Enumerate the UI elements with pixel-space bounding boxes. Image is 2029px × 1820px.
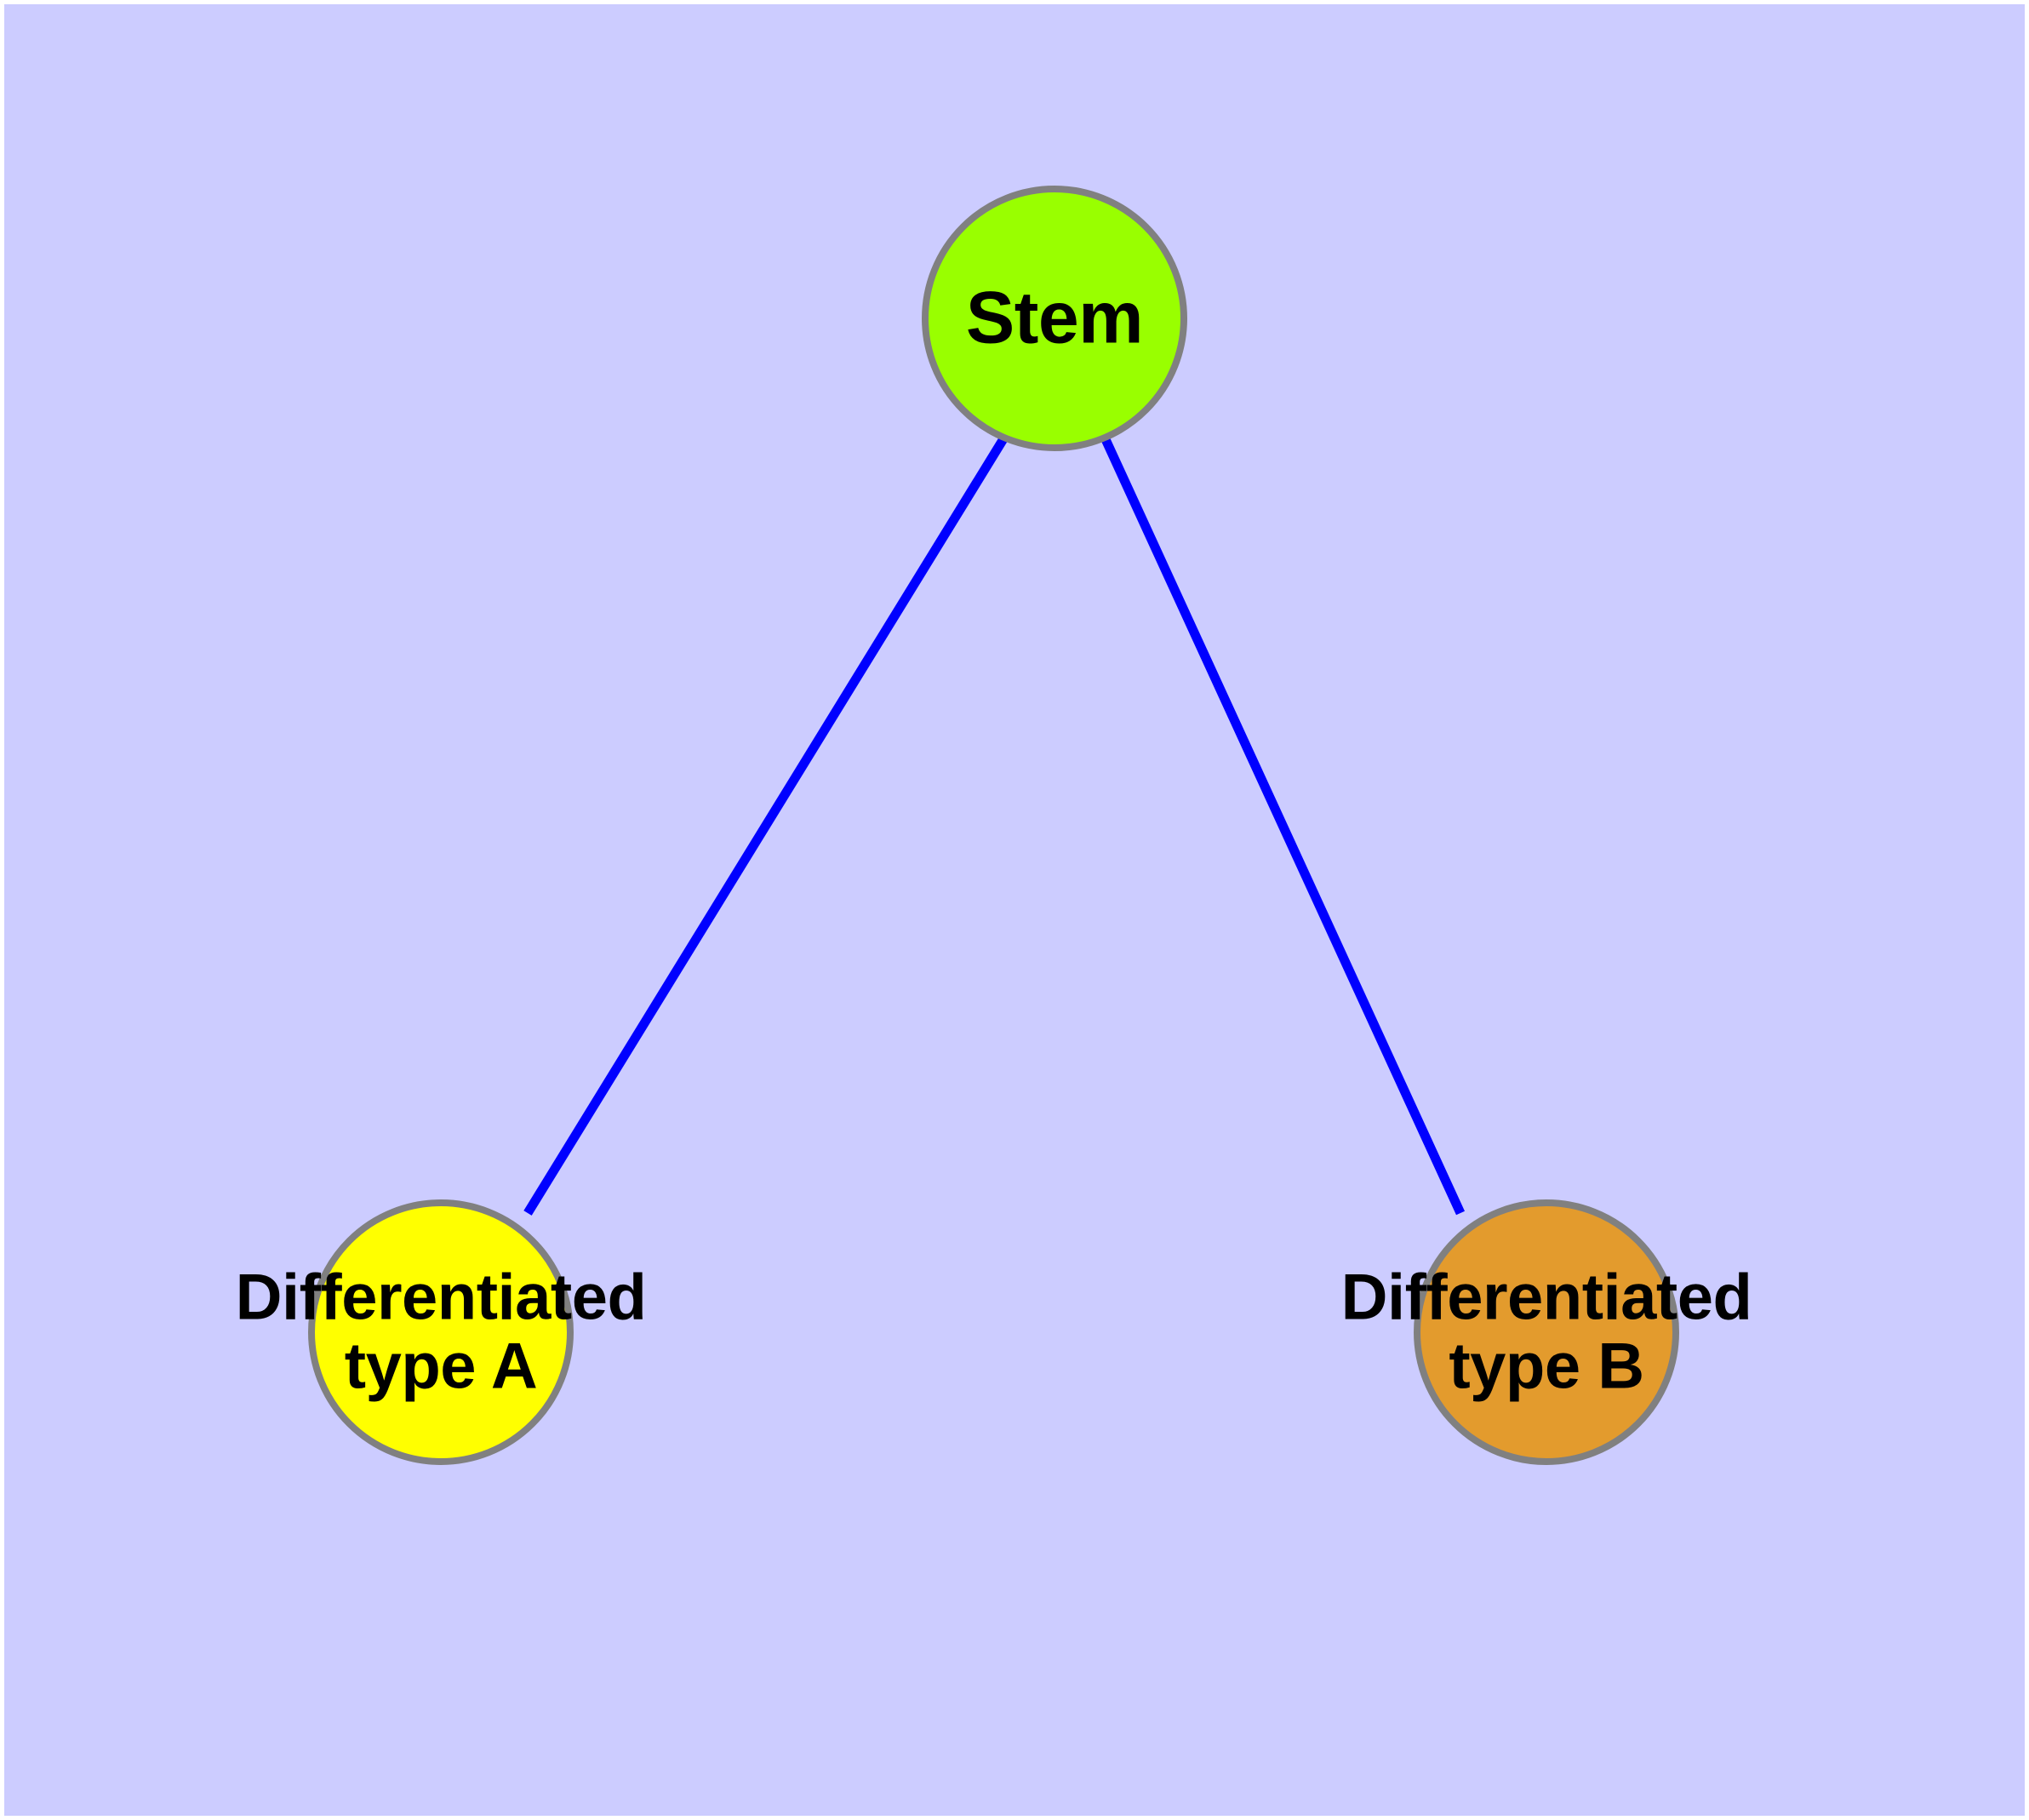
edge-layer xyxy=(523,435,1465,1216)
edge-stem-to-diff-b[interactable] xyxy=(1100,435,1465,1216)
edge-stem-to-diff-a[interactable] xyxy=(523,435,1009,1216)
node-differentiated-type-a[interactable] xyxy=(308,1199,574,1465)
node-stem[interactable] xyxy=(922,186,1187,451)
node-layer xyxy=(308,186,1679,1465)
node-differentiated-type-b[interactable] xyxy=(1414,1199,1679,1465)
